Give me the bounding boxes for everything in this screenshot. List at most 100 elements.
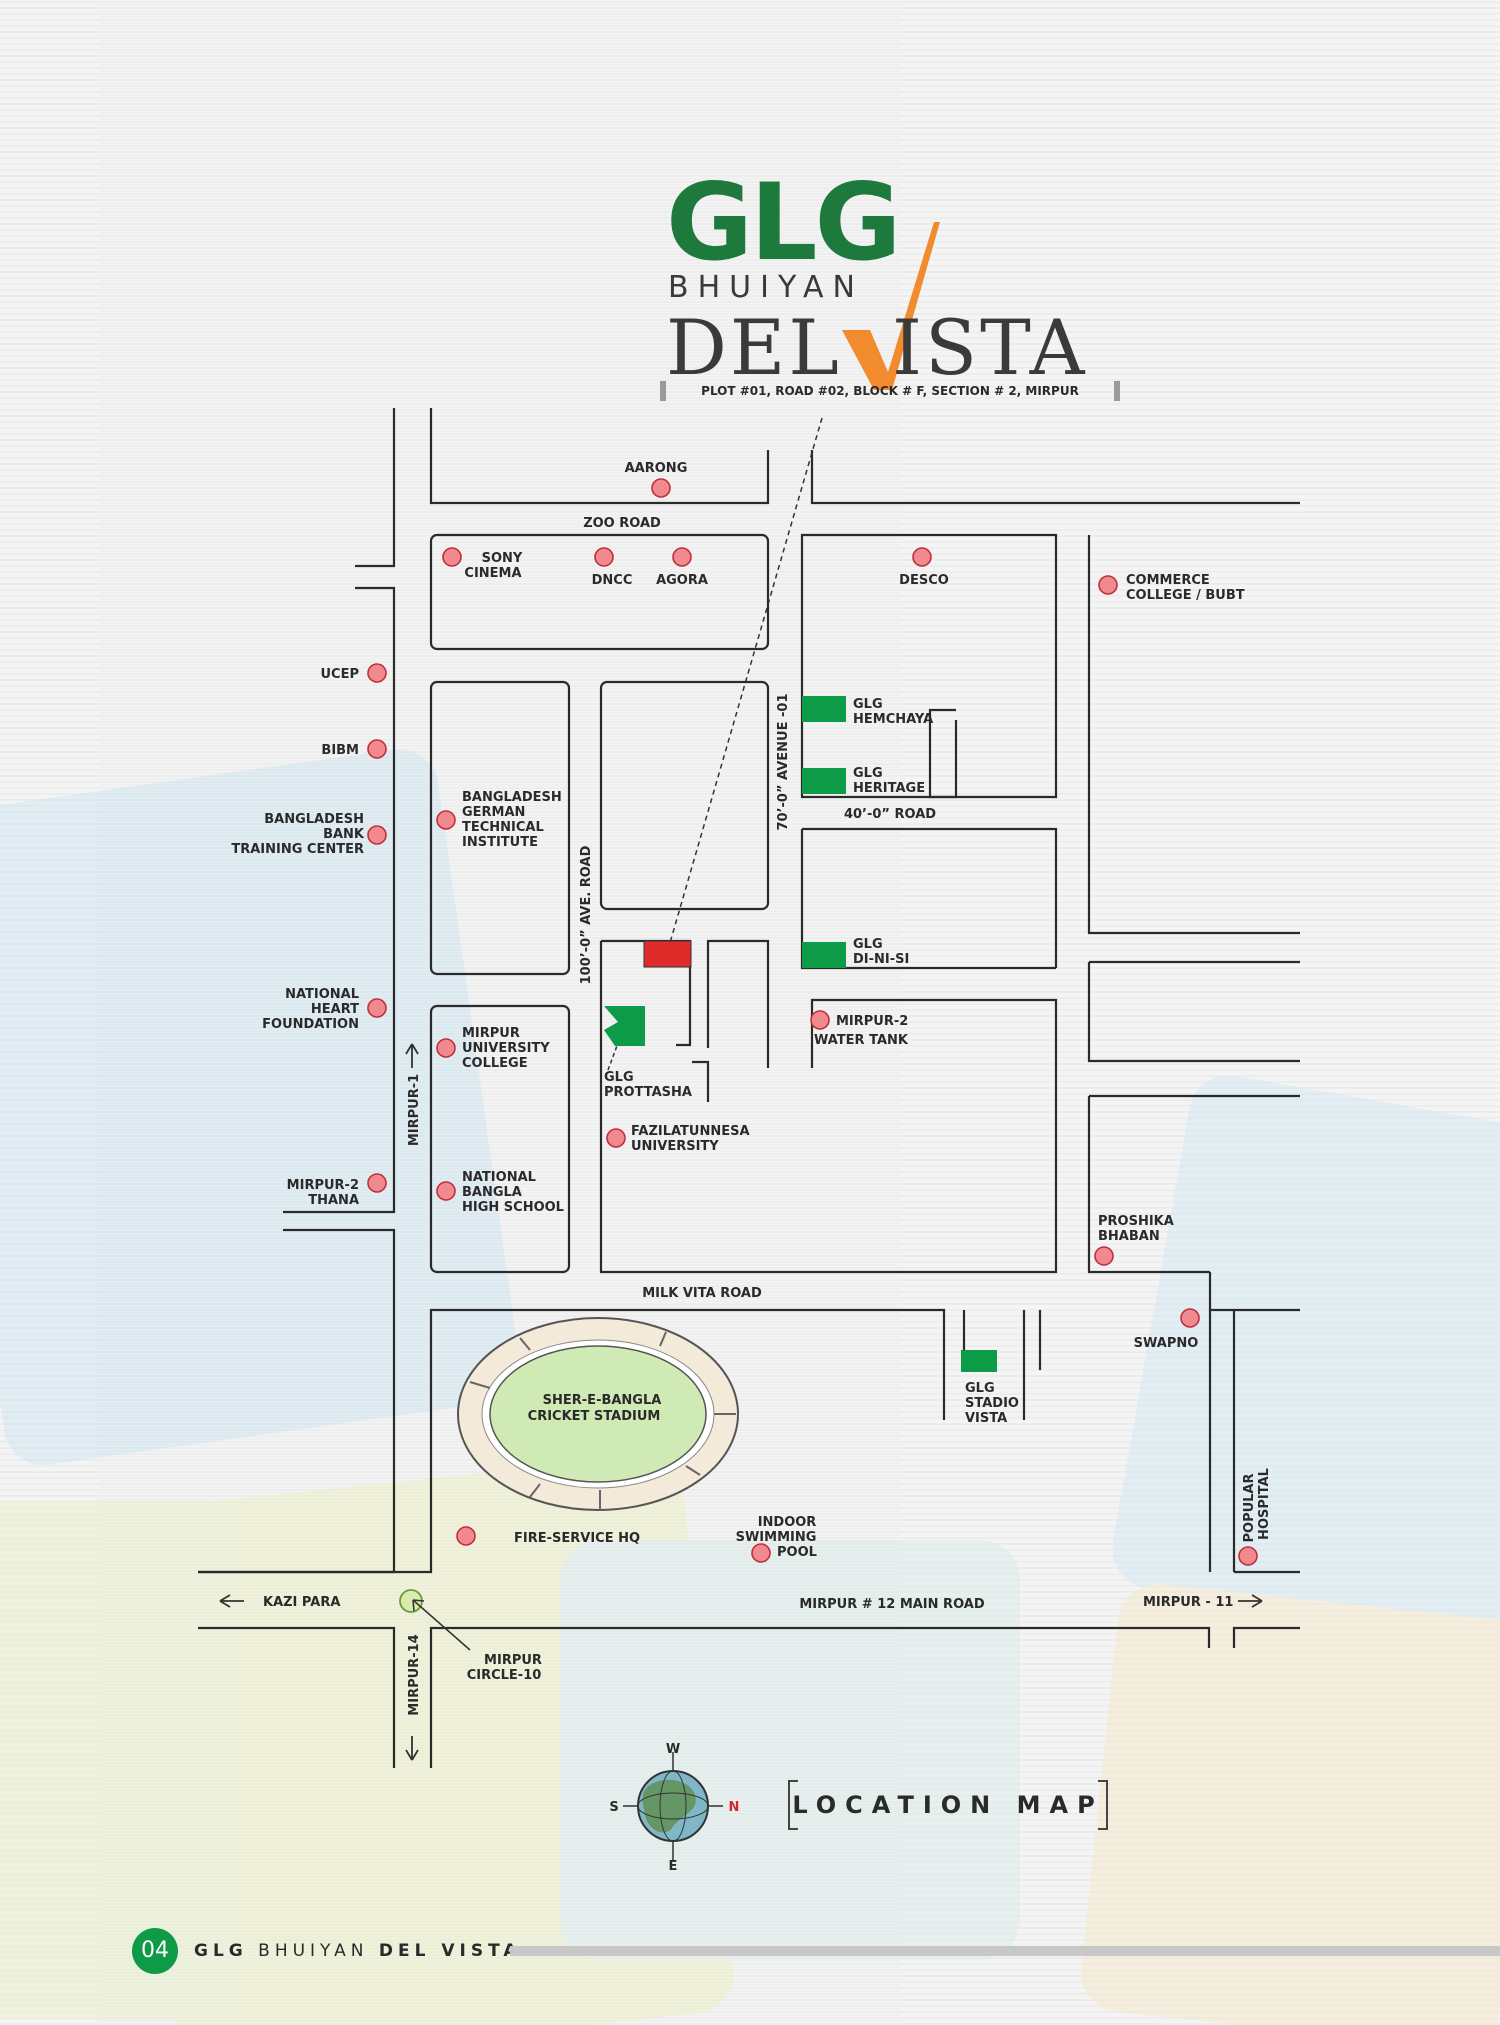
location-map-title-text: LOCATION MAP (792, 1791, 1104, 1819)
label-fzu-1: FAZILATUNNESA (631, 1124, 750, 1139)
compass-w: W (666, 1742, 680, 1757)
poi-swimming-pool (751, 1543, 771, 1563)
label-agora: AGORA (656, 573, 708, 588)
circle-pointer (412, 1599, 471, 1651)
compass-s: S (609, 1800, 618, 1815)
logo-ista-text: ISTA (892, 303, 1088, 392)
label-dinisi-2: DI-NI-SI (853, 952, 909, 967)
compass-rose: W S N E (609, 1742, 739, 1874)
title-bracket-right (1098, 1780, 1108, 1830)
del-vista-plot-marker[interactable] (643, 940, 692, 968)
arrow-mirpur-14 (405, 1736, 419, 1761)
label-stadio-3: VISTA (965, 1411, 1007, 1426)
label-prottasha-2: PROTTASHA (604, 1085, 692, 1100)
label-circle-1: MIRPUR (484, 1653, 542, 1668)
poi-mirpur-college (436, 1038, 456, 1058)
logo-bhuiyan-text: BHUIYAN (668, 270, 864, 305)
poi-dncc (594, 547, 614, 567)
label-heritage-2: HERITAGE (853, 781, 925, 796)
label-bgti-2: GERMAN (462, 805, 525, 820)
label-bibm: BIBM (321, 743, 359, 758)
label-heritage-1: GLG (853, 766, 883, 781)
label-milk-vita-road: MILK VITA ROAD (642, 1286, 762, 1301)
arrow-kazi-para (219, 1594, 244, 1608)
label-pool-3: POOL (777, 1545, 817, 1560)
label-ucep: UCEP (320, 667, 359, 682)
cricket-stadium (457, 1317, 739, 1511)
label-bgti-1: BANGLADESH (462, 790, 562, 805)
glg-dinisi-block[interactable] (802, 942, 846, 968)
label-muc-2: UNIVERSITY (462, 1041, 550, 1056)
label-dncc: DNCC (592, 573, 633, 588)
label-stadium-2: CRICKET STADIUM (528, 1409, 661, 1424)
label-hemchaya-2: HEMCHAYA (853, 712, 933, 727)
poi-agora (672, 547, 692, 567)
poi-proshika (1094, 1246, 1114, 1266)
label-dinisi-1: GLG (853, 937, 883, 952)
poi-popular-hospital (1238, 1546, 1258, 1566)
label-proshika-2: BHABAN (1098, 1229, 1160, 1244)
label-desco: DESCO (899, 573, 949, 588)
page-number: 04 (132, 1928, 178, 1974)
poi-bibm (367, 739, 387, 759)
glg-hemchaya-block[interactable] (802, 696, 846, 722)
poi-fazilatunnesa (606, 1128, 626, 1148)
logo-v-mark (842, 222, 940, 390)
label-bgti-4: INSTITUTE (462, 835, 538, 850)
label-tank-2: WATER TANK (814, 1033, 909, 1048)
poi-markers (367, 478, 1258, 1566)
label-thana-2: THANA (308, 1193, 359, 1208)
label-pool-1: INDOOR (758, 1515, 817, 1530)
footer-brand-glg: GLG (194, 1941, 248, 1961)
label-thana-1: MIRPUR-2 (287, 1178, 359, 1193)
poi-national-bangla (436, 1181, 456, 1201)
glg-heritage-block[interactable] (802, 768, 846, 794)
label-zoo-road: ZOO ROAD (583, 516, 661, 531)
glg-prottasha-block[interactable] (604, 1006, 645, 1046)
label-bbtc-2: BANK (323, 827, 365, 842)
label-muc-3: COLLEGE (462, 1056, 528, 1071)
poi-sony-cinema (442, 547, 462, 567)
label-stadio-1: GLG (965, 1381, 995, 1396)
label-nhf-1: NATIONAL (285, 987, 359, 1002)
road-lines (198, 408, 1300, 1768)
glg-stadio-vista-block[interactable] (961, 1350, 997, 1372)
poi-ucep (367, 663, 387, 683)
label-swapno: SWAPNO (1134, 1336, 1199, 1351)
arrow-mirpur-11 (1238, 1594, 1263, 1608)
label-sony-2: CINEMA (464, 566, 521, 581)
label-bbtc-1: BANGLADESH (264, 812, 364, 827)
location-map-title: LOCATION MAP (788, 1780, 1108, 1830)
poi-bgti (436, 810, 456, 830)
poi-heart-foundation (367, 998, 387, 1018)
label-prottasha-1: GLG (604, 1070, 634, 1085)
poi-mirpur2-thana (367, 1173, 387, 1193)
label-tank-1: MIRPUR-2 (836, 1014, 908, 1029)
label-mirpur-11: MIRPUR - 11 (1143, 1595, 1233, 1610)
label-popular-2: HOSPITAL (1257, 1468, 1272, 1540)
label-70-avenue: 70’-0” AVENUE -01 (776, 694, 791, 831)
label-kazi-para: KAZI PARA (263, 1595, 340, 1610)
label-nbhs-3: HIGH SCHOOL (462, 1200, 564, 1215)
poi-commerce-college (1098, 575, 1118, 595)
poi-bank-training (367, 825, 387, 845)
compass-n: N (729, 1800, 740, 1815)
compass-e: E (669, 1859, 678, 1874)
pointer-line (664, 417, 823, 961)
footer-brand-bhuiyan: BHUIYAN (258, 1941, 369, 1961)
poi-fire-service (456, 1526, 476, 1546)
poi-water-tank (810, 1010, 830, 1030)
poi-swapno (1180, 1308, 1200, 1328)
project-logo: GLG BHUIYAN DEL ISTA PLOT #01, ROAD #02,… (660, 170, 1120, 420)
label-muc-1: MIRPUR (462, 1026, 520, 1041)
footer-rule (510, 1946, 1500, 1956)
label-fzu-2: UNIVERSITY (631, 1139, 719, 1154)
label-bbtc-3: TRAINING CENTER (231, 842, 364, 857)
label-bgti-3: TECHNICAL (462, 820, 544, 835)
label-stadium-1: SHER-E-BANGLA (543, 1393, 662, 1408)
label-40-road: 40’-0” ROAD (844, 807, 936, 822)
arrow-mirpur-1 (405, 1043, 419, 1068)
label-stadio-2: STADIO (965, 1396, 1019, 1411)
footer-brand: GLG BHUIYAN DEL VISTA (194, 1938, 522, 1964)
